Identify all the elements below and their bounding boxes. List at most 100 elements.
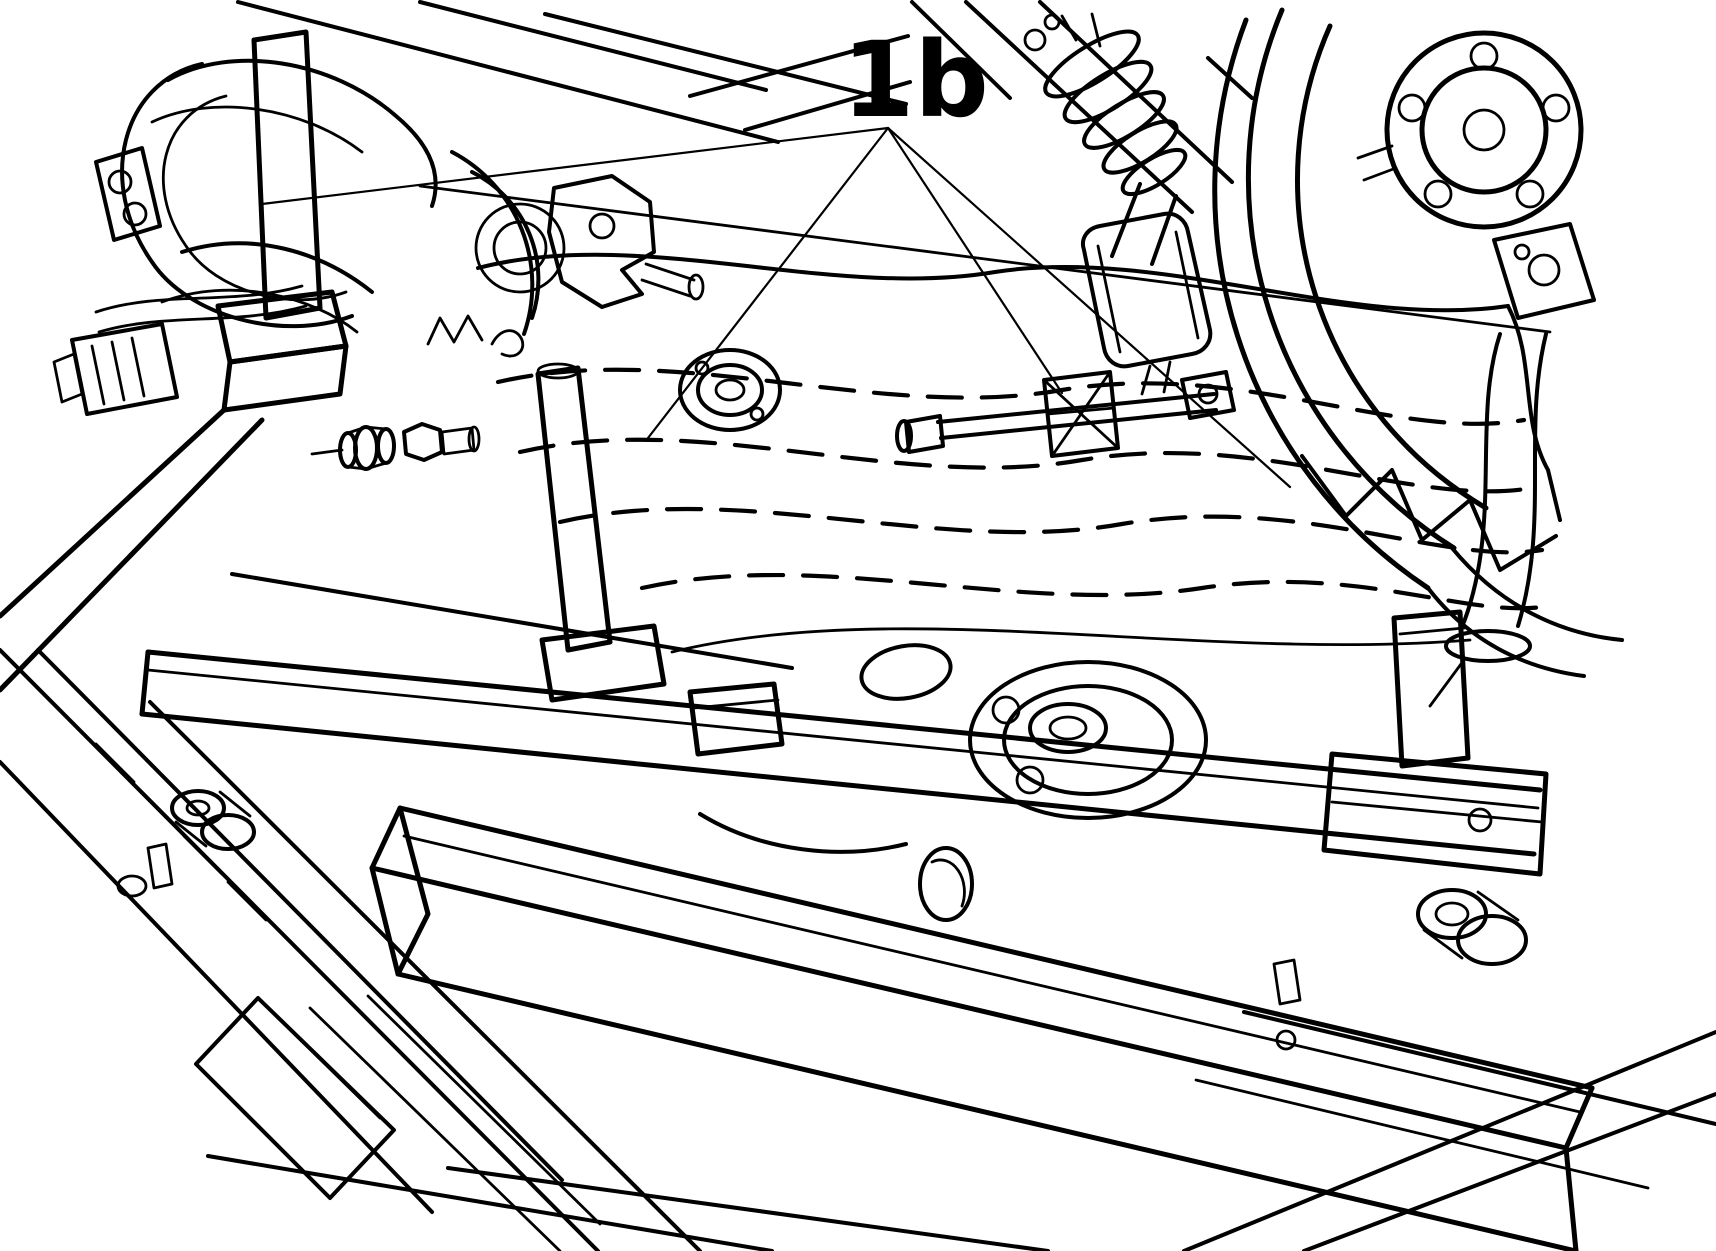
floor-seam-line (236, 0, 780, 144)
wheel-knuckle (1428, 332, 1548, 708)
rod-end-cap (895, 419, 913, 453)
rod-right-bracket (1180, 370, 1236, 420)
shock-body (1081, 211, 1213, 369)
post-foot (539, 623, 667, 703)
access-panel-line (270, 1010, 382, 1120)
beam-left-end-face (369, 805, 431, 977)
knuckle-link (1428, 658, 1466, 708)
connector-hatch (130, 336, 146, 398)
subframe-torn-edge (1300, 454, 1558, 572)
bushing-cylinder (200, 813, 256, 851)
bushing-cylinder (170, 789, 226, 827)
post-column (535, 365, 613, 653)
bracket-hole (122, 201, 148, 227)
floor-seam-line (743, 80, 912, 132)
frame-diagonal (0, 648, 600, 1251)
beam-bottom-edge (139, 711, 1537, 857)
hatch-lines (94, 742, 268, 922)
bushing-bolt (694, 360, 710, 376)
foreground-support-beam (369, 805, 1595, 1251)
subframe-top-edge (476, 252, 1510, 313)
beam-right-end-edge (1563, 1145, 1579, 1251)
caliper-bracket (1492, 222, 1596, 320)
bushing-cylinder (1416, 888, 1488, 940)
rod-edge (939, 408, 1218, 440)
oval-opening (859, 643, 953, 701)
bracket-pin-cap (687, 273, 705, 301)
right-foot-line (1330, 800, 1544, 824)
floor-seam-line (910, 0, 1012, 100)
beam-tab-line (692, 698, 780, 710)
beam-bottom-front-edge (395, 971, 1579, 1251)
floor-diagonal (206, 1154, 774, 1251)
knuckle-bushing (1444, 629, 1532, 663)
flange-hub (1028, 702, 1108, 754)
flange-mid (1002, 684, 1174, 796)
floor-diagonal (446, 1166, 1050, 1251)
beam-right-end-edge (1563, 1085, 1595, 1151)
figure-label: 1b (842, 19, 989, 141)
wheel-hub-assembly (1212, 7, 1624, 678)
transverse-support-beam (139, 572, 1549, 877)
access-panel (194, 996, 396, 1200)
leader-line (260, 126, 890, 206)
floor-seam-line (543, 12, 908, 106)
stabilizer-rod-clamp (895, 370, 1236, 458)
post-column (251, 29, 323, 321)
spring-seat-ring (474, 202, 566, 294)
spring-seat-arc (450, 150, 535, 336)
bracket-pin-edge (644, 262, 696, 282)
frame-diagonal (0, 760, 434, 1214)
right-block-foot (1321, 751, 1549, 877)
arm-lower-edge (180, 241, 374, 294)
left-bolt-assembly (310, 422, 481, 471)
boot-clamp-tab (1060, 14, 1078, 42)
shock-body-line (1096, 244, 1122, 354)
brake-hose-edge (94, 284, 304, 314)
brake-disc-arc (1212, 17, 1431, 591)
beam-tab-block (687, 681, 785, 757)
knuckle-edge (1462, 332, 1502, 624)
connector-hatch (90, 344, 106, 406)
mount-bracket (94, 146, 162, 242)
lug-hole (1397, 93, 1427, 123)
frame-diagonal (148, 700, 702, 1251)
shock-lower-link (1140, 364, 1152, 396)
pipe-end (918, 846, 974, 922)
floor-diagonal (366, 994, 602, 1226)
bracket-hole (107, 169, 133, 195)
contour-dash-line (495, 367, 1527, 426)
connector-tip (52, 352, 84, 404)
bushing-bolt (749, 406, 765, 422)
bushing-mid (696, 363, 764, 417)
flange-bolt-hole (1015, 765, 1045, 795)
bushing-bore (1434, 901, 1470, 927)
subframe-right-edge (1506, 304, 1562, 522)
frame-diagonal (1302, 1092, 1716, 1251)
beam-left-end (139, 649, 151, 717)
frame-diagonal (1194, 1078, 1650, 1190)
hub-center-bore (1462, 108, 1506, 152)
housing-outline (120, 62, 354, 329)
floor-seam-line (964, 0, 1194, 214)
boot-clamp-screw (1043, 13, 1061, 31)
rod-end-fitting (904, 414, 945, 454)
contour-dash-line (639, 572, 1551, 611)
underfloor-right (1182, 888, 1716, 1251)
subframe-surface (418, 184, 1562, 654)
beam-top-face-line (402, 834, 1582, 1114)
subframe-seam (418, 184, 1552, 334)
boot-clamp-tab (1090, 12, 1102, 48)
bushing-core (714, 378, 746, 402)
contour-dash-line (557, 506, 1545, 555)
underfloor-left (0, 648, 702, 1251)
lug-hole (1515, 179, 1545, 209)
pipe-inner-arc (930, 858, 966, 908)
bracket-outline (547, 174, 656, 309)
arm-upper-edge (166, 58, 438, 208)
subframe-lower-edge (670, 627, 1472, 654)
wheel-stud (1362, 166, 1398, 182)
flange-bolt-hole (991, 695, 1021, 725)
beam-top-front-edge (369, 865, 1569, 1151)
